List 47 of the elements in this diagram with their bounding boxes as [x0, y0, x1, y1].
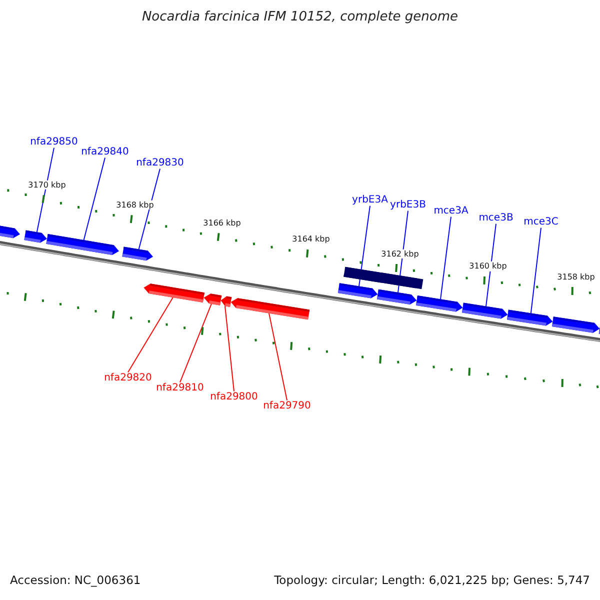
gene-label: yrbE3A: [352, 194, 388, 206]
genome-summary-text: Topology: circular; Length: 6,021,225 bp; Genes: 5,747: [274, 574, 590, 588]
scale-label: 3166 kbp: [202, 218, 242, 228]
gene-feature: [220, 296, 232, 307]
gene-feature: [230, 298, 310, 320]
scale-label: 3160 kbp: [468, 262, 508, 272]
gene-feature: [24, 230, 47, 243]
gene-label: nfa29800: [210, 391, 258, 403]
gene-feature: [0, 225, 20, 238]
gene-region-bar: [344, 266, 424, 290]
leader-line: [128, 297, 174, 373]
gene-label: nfa29830: [136, 157, 184, 169]
gene-feature: [338, 283, 378, 298]
leader-line: [268, 312, 288, 401]
gene-label: nfa29820: [104, 372, 152, 384]
gene-label: mce3A: [434, 205, 468, 217]
gene-label: mce3C: [524, 216, 558, 228]
scale-label: 3164 kbp: [291, 234, 331, 244]
gene-label: nfa29840: [81, 146, 129, 158]
scale-label: 3168 kbp: [115, 200, 155, 210]
gene-label: nfa29850: [30, 136, 78, 148]
leader-line: [486, 223, 496, 307]
gene-label: mce3B: [478, 212, 514, 224]
gene-feature: [46, 234, 119, 256]
gene-label: nfa29810: [156, 382, 204, 394]
gene-feature: [552, 316, 600, 333]
leader-line: [530, 227, 542, 314]
gene-feature: [416, 296, 463, 312]
leader-line: [358, 205, 370, 287]
leader-line: [224, 306, 234, 392]
leader-line: [138, 168, 160, 250]
gene-feature: [462, 302, 508, 319]
leader-line: [83, 157, 106, 240]
scale-label: 3162 kbp: [380, 249, 420, 259]
gene-feature: [122, 246, 153, 261]
gene-feature: [506, 310, 553, 326]
gene-feature: [144, 284, 205, 302]
leader-line: [440, 216, 452, 300]
gene-label: nfa29790: [263, 400, 311, 412]
scale-label: 3170 kbp: [27, 180, 67, 190]
scale-label: 3158 kbp: [556, 272, 596, 282]
gene-feature: [376, 289, 417, 304]
title: Nocardia farcinica IFM 10152, complete genome: [142, 10, 458, 26]
gene-label: yrbE3B: [390, 199, 426, 211]
gene-feature: [204, 294, 222, 306]
accession-text: Accession: NC_006361: [10, 574, 141, 588]
leader-line: [180, 303, 212, 383]
